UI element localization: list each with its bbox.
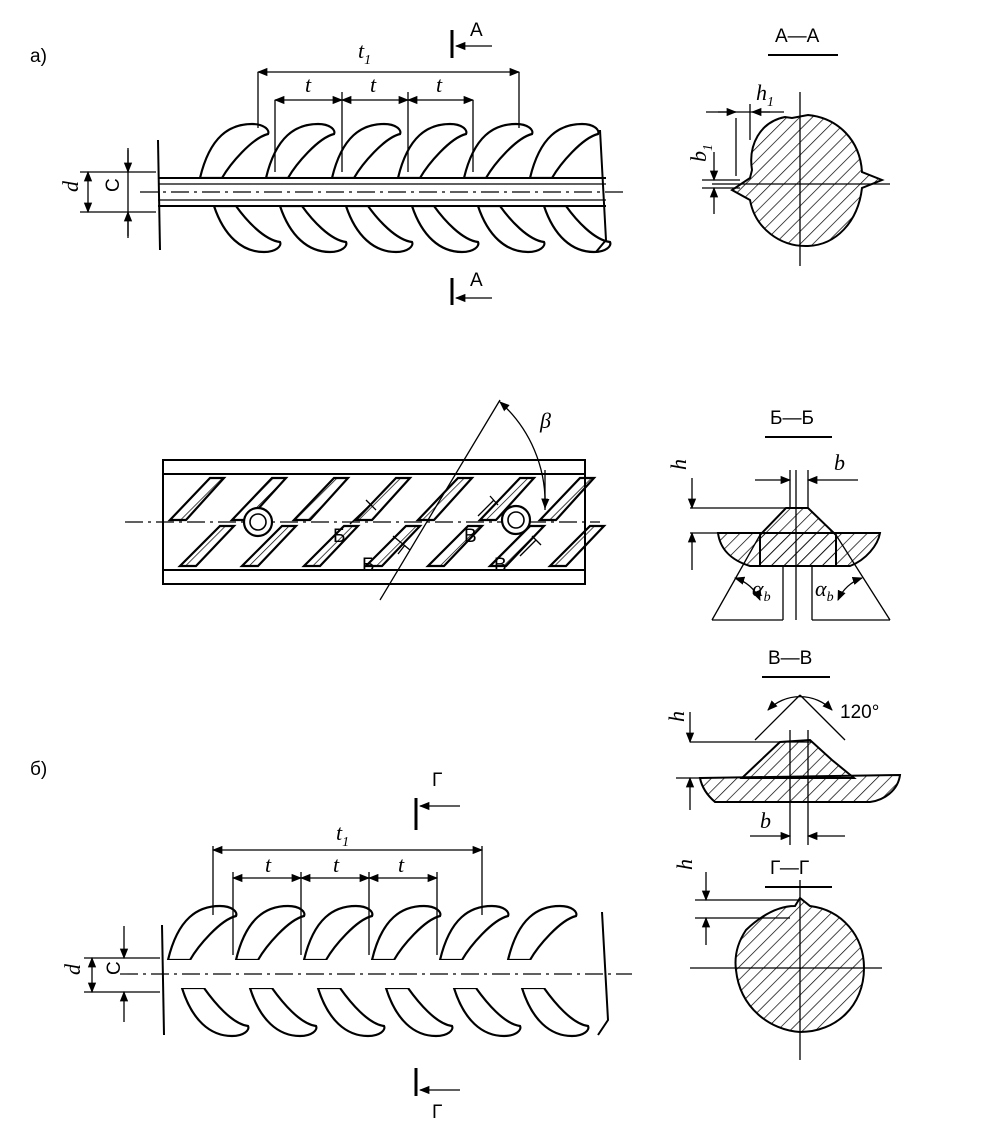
cut-mark-b-lower: Б [362, 555, 374, 576]
cut-mark-g-top: Г [432, 770, 442, 791]
variant-b-label: б) [30, 759, 47, 780]
variant-b-side-view: б) t1 t t t d C Г [30, 759, 632, 1123]
plan-rib [229, 476, 289, 522]
plan-rib [415, 476, 475, 522]
rib-crest [452, 986, 522, 1038]
cut-mark-v-upper: В [464, 526, 477, 547]
variant-a-top-ribs [198, 122, 600, 180]
section-b-b: Б—Б b h αb αb [666, 408, 891, 621]
dim-b-label: b [834, 450, 845, 475]
dim-t-label: t [370, 72, 377, 97]
dim-b1-label: b1 [686, 144, 716, 162]
variant-a-bottom-ribs [212, 204, 612, 254]
plan-rib [291, 476, 351, 522]
rib-crest [180, 986, 250, 1038]
rib-crest [528, 122, 600, 180]
cut-mark-a-bottom: А [470, 270, 483, 291]
rib-crest [316, 986, 386, 1038]
rib-crest [542, 204, 612, 254]
dim-t-label: t [305, 72, 312, 97]
section-a-a: А—А h1 b1 [686, 26, 890, 266]
dim-t1-label: t1 [358, 38, 371, 68]
rib-plan-view: β Б Б В В [125, 399, 607, 601]
plan-rib [537, 476, 597, 522]
rib-crest [330, 122, 402, 180]
cut-mark-g-bottom: Г [432, 1102, 442, 1123]
dim-h-label-g: h [672, 859, 697, 870]
plan-rib [363, 524, 423, 568]
rib-crest [384, 986, 454, 1038]
rib-crest [302, 904, 374, 962]
dim-t-label-b: t [398, 852, 405, 877]
rib-crest [462, 122, 534, 180]
plan-rib [177, 524, 237, 568]
rib-crest [520, 986, 590, 1038]
rib-crest [396, 122, 468, 180]
rib-crest [476, 204, 546, 254]
section-a-a-title: А—А [775, 26, 820, 47]
rib-crest [212, 204, 282, 254]
angle-alpha-left: αb [752, 576, 771, 605]
plan-rib [353, 476, 413, 522]
rib-crest [344, 204, 414, 254]
rib-crest [248, 986, 318, 1038]
dim-d-label-b: d [60, 963, 85, 975]
rib-crest [438, 904, 510, 962]
section-v-v-title: В—В [768, 648, 812, 669]
section-b-b-title: Б—Б [770, 408, 814, 429]
rib-crest [198, 122, 270, 180]
angle-120-label: 120° [840, 702, 879, 723]
section-b-b-rib [759, 507, 837, 567]
variant-b-bottom-ribs [180, 986, 590, 1038]
variant-a-label: а) [30, 46, 47, 67]
dim-h-label-v: h [664, 711, 689, 722]
dim-t-label: t [436, 72, 443, 97]
angle-beta-label: β [539, 408, 551, 433]
plan-rib [239, 524, 299, 568]
section-g-g: Г—Г h [672, 858, 882, 1060]
rib-crest [234, 904, 306, 962]
dim-h1-label: h1 [756, 80, 774, 110]
variant-b-top-ribs [166, 904, 578, 962]
cut-mark-v-lower: В [494, 555, 507, 576]
cut-mark-b-upper: Б [333, 526, 345, 547]
rib-crest [410, 204, 480, 254]
section-v-v: В—В 120° h b [664, 648, 902, 845]
dim-t-label-b: t [265, 852, 272, 877]
dim-t-label-b: t [333, 852, 340, 877]
plan-rib [425, 524, 485, 568]
dim-b-label-v: b [760, 808, 771, 833]
dim-t1-label-b: t1 [336, 820, 349, 850]
rib-crest [264, 122, 336, 180]
section-v-v-rib [739, 738, 857, 779]
variant-a-side-view: а) t1 t t t d [30, 20, 625, 305]
section-g-g-title: Г—Г [770, 858, 809, 879]
rib-crest [278, 204, 348, 254]
dim-h-label: h [666, 459, 691, 470]
plan-view-ribs [167, 476, 607, 568]
plan-rib [547, 524, 607, 568]
plan-rib [487, 524, 547, 568]
angle-alpha-right: αb [815, 576, 834, 605]
dim-c-label: C [103, 178, 124, 192]
section-v-v-base [698, 773, 902, 803]
rib-crest [506, 904, 578, 962]
dim-c-label-b: C [104, 961, 125, 975]
rib-crest [370, 904, 442, 962]
section-a-a-profile [730, 113, 885, 248]
rib-crest [166, 904, 238, 962]
cut-mark-a-top: А [470, 20, 483, 41]
plan-rib [301, 524, 361, 568]
dim-d-label: d [58, 180, 83, 192]
plan-rib [167, 476, 227, 522]
